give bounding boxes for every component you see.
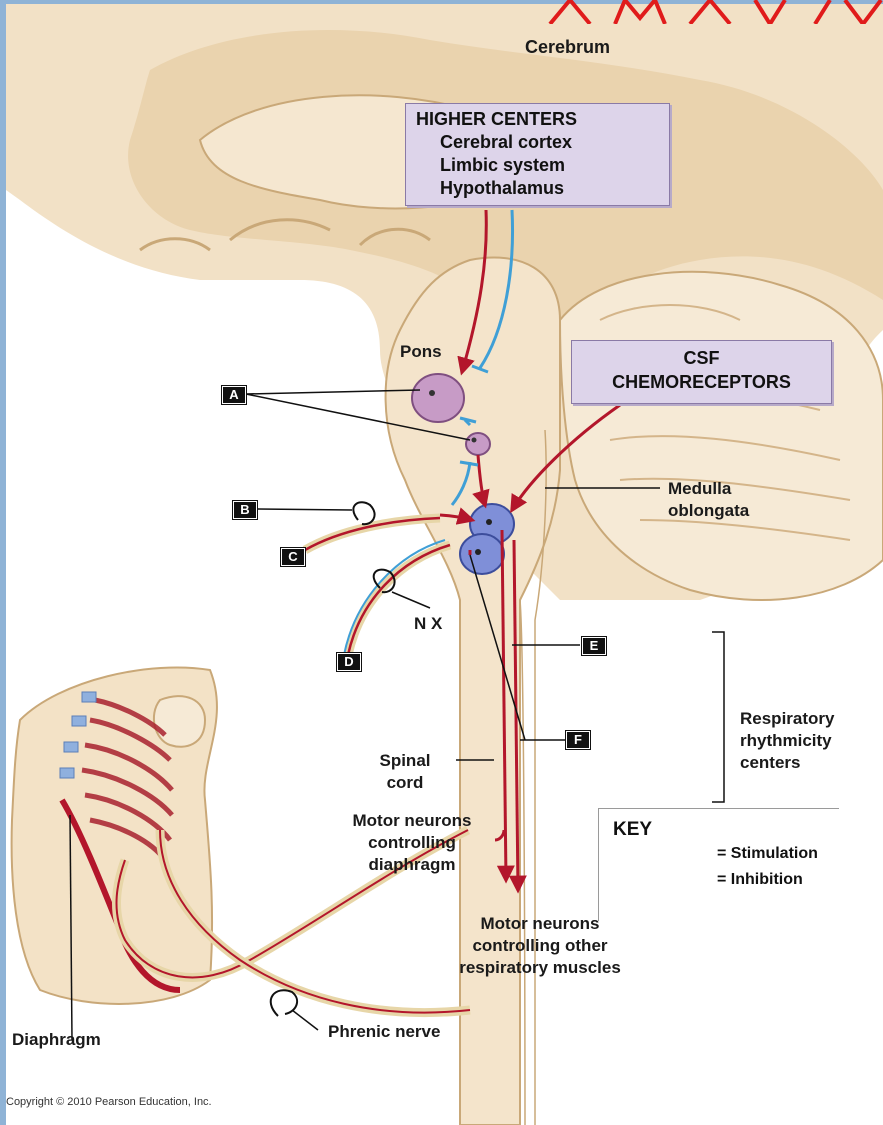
- legend-key: KEY = Stimulation = Inhibition: [598, 808, 839, 921]
- corner-red-mark: [545, 0, 883, 24]
- motor-other-label-line2: controlling other: [405, 935, 675, 957]
- torso-illustration: [12, 667, 217, 1003]
- csf-label: CSF: [572, 347, 831, 370]
- cerebrum-label: Cerebrum: [525, 36, 610, 58]
- key-inhibition: = Inhibition: [717, 871, 803, 889]
- respiratory-label-line2: rhythmicity: [740, 730, 832, 752]
- respiratory-label-line3: centers: [740, 752, 800, 774]
- phrenic-nerve-label: Phrenic nerve: [328, 1021, 440, 1043]
- tag-a: A: [222, 386, 246, 404]
- motor-diaphragm-label-line2: controlling: [312, 832, 512, 854]
- higher-centers-item: Limbic system: [440, 154, 565, 177]
- medulla-label-line1: Medulla: [668, 478, 731, 500]
- higher-centers-box: HIGHER CENTERS Cerebral cortex Limbic sy…: [405, 103, 670, 206]
- motor-diaphragm-label-line3: diaphragm: [312, 854, 512, 876]
- higher-centers-item: Cerebral cortex: [440, 131, 572, 154]
- copyright-notice: Copyright © 2010 Pearson Education, Inc.: [6, 1096, 212, 1108]
- tag-d: D: [337, 653, 361, 671]
- diaphragm-label: Diaphragm: [12, 1029, 101, 1051]
- higher-centers-item: Hypothalamus: [440, 177, 564, 200]
- higher-centers-heading: HIGHER CENTERS: [416, 108, 577, 131]
- tag-f: F: [566, 731, 590, 749]
- csf-chemoreceptors-box: CSF CHEMORECEPTORS: [571, 340, 832, 404]
- pons-label: Pons: [400, 341, 442, 363]
- tag-e: E: [582, 637, 606, 655]
- spinal-cord-label-line1: Spinal: [360, 750, 450, 772]
- chemoreceptors-label: CHEMORECEPTORS: [572, 371, 831, 394]
- motor-diaphragm-label-line1: Motor neurons: [312, 810, 512, 832]
- respiratory-label-line1: Respiratory: [740, 708, 834, 730]
- motor-other-label-line3: respiratory muscles: [405, 957, 675, 979]
- key-title: KEY: [613, 819, 652, 841]
- tag-b: B: [233, 501, 257, 519]
- spinal-cord-label-line2: cord: [360, 772, 450, 794]
- tag-c: C: [281, 548, 305, 566]
- medulla-label-line2: oblongata: [668, 500, 749, 522]
- key-stimulation: = Stimulation: [717, 845, 818, 863]
- nx-label: N X: [414, 613, 442, 635]
